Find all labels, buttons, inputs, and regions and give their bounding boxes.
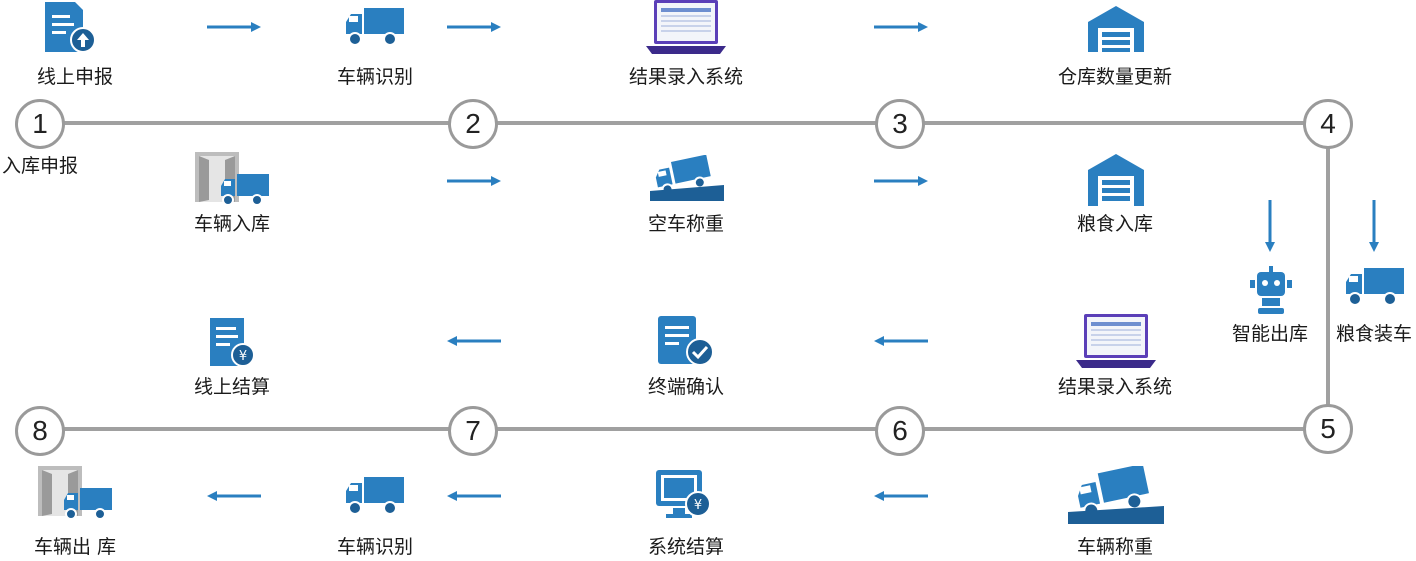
weighing-truck-icon (650, 155, 724, 201)
label-empty-weigh: 空车称重 (647, 213, 725, 235)
track-top (40, 121, 1330, 125)
arrow-right-icon (874, 176, 928, 186)
weighing-truck-icon (1068, 466, 1164, 524)
arrow-left-icon (447, 491, 501, 501)
arrow-right-icon (874, 22, 928, 32)
storehouse-icon (1088, 154, 1144, 206)
step-node-4: 4 (1303, 99, 1353, 149)
start-label: 入库申报 (1, 155, 79, 177)
arrow-right-icon (207, 22, 261, 32)
step-node-3: 3 (875, 99, 925, 149)
document-upload-icon (45, 2, 96, 53)
arrow-down-icon (1265, 200, 1275, 252)
label-online-apply: 线上申报 (36, 66, 114, 88)
svg-text:¥: ¥ (694, 498, 702, 513)
label-vehicle-exit: 车辆出 库 (33, 536, 117, 558)
monitor-yen-icon: ¥ (656, 470, 711, 518)
label-vehicle-identify-2: 车辆识别 (336, 536, 414, 558)
truck-icon (346, 477, 404, 515)
laptop-icon (646, 0, 726, 54)
arrow-left-icon (447, 336, 501, 346)
label-vehicle-weigh: 车辆称重 (1076, 536, 1154, 558)
document-check-icon (658, 316, 714, 366)
invoice-yen-icon: ¥ (210, 318, 255, 367)
track-bottom (40, 427, 1330, 431)
label-smart-out: 智能出库 (1231, 323, 1309, 345)
robot-icon (1250, 266, 1292, 314)
arrow-left-icon (874, 491, 928, 501)
label-terminal-confirm: 终端确认 (647, 376, 725, 398)
label-system-settle: 系统结算 (647, 536, 725, 558)
truck-icon (1346, 268, 1404, 306)
arrow-left-icon (874, 336, 928, 346)
arrow-down-icon (1369, 200, 1379, 252)
label-result-entry-2: 结果录入系统 (1057, 376, 1173, 398)
label-result-entry: 结果录入系统 (628, 66, 744, 88)
warehouse-icon (1088, 6, 1144, 52)
step-node-8: 8 (15, 406, 65, 456)
gate-truck-icon (38, 466, 112, 520)
step-node-2: 2 (448, 99, 498, 149)
arrow-right-icon (447, 176, 501, 186)
truck-icon (346, 8, 404, 46)
gate-truck-icon (195, 152, 269, 206)
laptop-icon (1076, 314, 1156, 368)
label-warehouse-update: 仓库数量更新 (1057, 66, 1173, 88)
arrow-left-icon (207, 491, 261, 501)
svg-text:¥: ¥ (239, 349, 247, 364)
step-node-6: 6 (875, 406, 925, 456)
label-online-settle: 线上结算 (193, 376, 271, 398)
track-right (1326, 123, 1330, 431)
label-vehicle-enter: 车辆入库 (193, 213, 271, 235)
step-node-1: 1 (15, 99, 65, 149)
step-node-7: 7 (448, 406, 498, 456)
arrow-right-icon (447, 22, 501, 32)
step-node-5: 5 (1303, 404, 1353, 454)
label-grain-load: 粮食装车 (1335, 323, 1413, 345)
label-grain-in: 粮食入库 (1076, 213, 1154, 235)
label-vehicle-identify: 车辆识别 (336, 66, 414, 88)
